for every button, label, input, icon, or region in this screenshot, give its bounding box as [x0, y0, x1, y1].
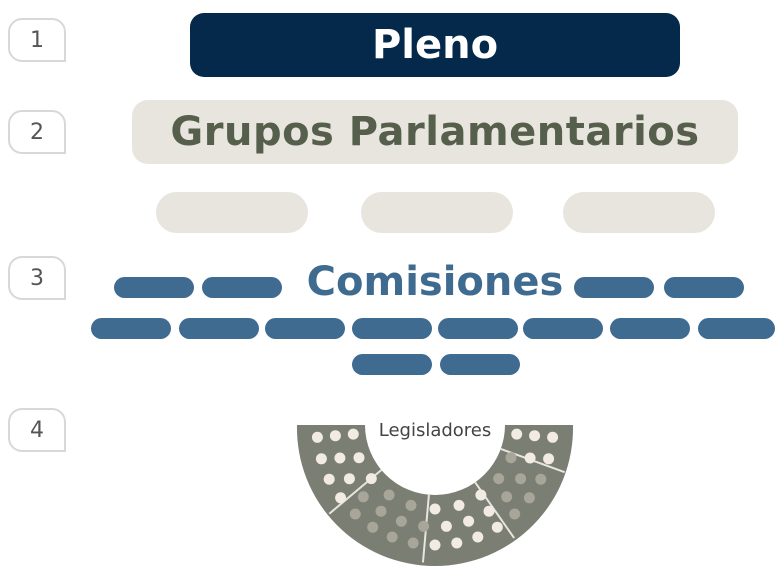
seat: [418, 520, 430, 532]
commission-pill: [265, 318, 345, 339]
seat: [472, 531, 484, 543]
seat: [395, 515, 407, 527]
seat: [343, 473, 355, 485]
seat-group: [311, 428, 559, 551]
commission-pill: [523, 318, 603, 339]
seat: [335, 492, 347, 504]
seat: [529, 430, 541, 442]
seat: [323, 473, 335, 485]
seat: [329, 430, 341, 442]
commission-pill: [114, 277, 194, 298]
seat: [334, 452, 346, 464]
seat: [547, 431, 559, 443]
seat: [405, 499, 417, 511]
seat: [367, 521, 379, 533]
hemicycle-body: [296, 425, 574, 566]
commission-pill: [438, 318, 518, 339]
seat: [451, 537, 463, 549]
group-pill-1: [156, 192, 308, 233]
group-pill-2: [361, 192, 513, 233]
seat: [440, 520, 452, 532]
seat: [493, 473, 505, 485]
level-2-badge: 2: [8, 110, 66, 154]
seat: [357, 491, 369, 503]
commission-pill: [202, 277, 282, 298]
seat: [365, 473, 377, 485]
level-1-badge: 1: [8, 18, 66, 62]
commission-pill: [352, 318, 432, 339]
seat: [501, 491, 513, 503]
seat: [523, 492, 535, 504]
seat: [511, 428, 523, 440]
seat: [543, 453, 555, 465]
commission-pill: [352, 354, 432, 375]
commission-pill: [179, 318, 259, 339]
seat: [491, 521, 503, 533]
group-pill-3: [563, 192, 715, 233]
seat: [311, 431, 323, 443]
seat: [483, 505, 495, 517]
seat: [515, 473, 527, 485]
seat: [375, 505, 387, 517]
pleno-box: Pleno: [190, 13, 680, 77]
seat: [347, 428, 359, 440]
seat: [463, 515, 475, 527]
hemicycle-diagram: [296, 425, 574, 566]
legisladores-label: Legisladores: [378, 420, 492, 441]
seat: [453, 499, 465, 511]
seat: [349, 508, 361, 520]
comisiones-label: Comisiones: [306, 259, 564, 305]
seat: [524, 452, 536, 464]
commission-pill: [610, 318, 690, 339]
seat: [505, 452, 517, 464]
seat: [535, 473, 547, 485]
seat: [386, 531, 398, 543]
seat: [475, 489, 487, 501]
seat: [315, 453, 327, 465]
seat: [429, 539, 441, 551]
commission-pill: [91, 318, 171, 339]
commission-pill: [698, 318, 775, 339]
seat: [429, 503, 441, 515]
grupos-parlamentarios-box: Grupos Parlamentarios: [132, 100, 738, 164]
commission-pill: [574, 277, 654, 298]
commission-pill: [664, 277, 744, 298]
seat: [407, 537, 419, 549]
level-3-badge: 3: [8, 256, 66, 300]
commission-pill: [440, 354, 520, 375]
seat: [509, 508, 521, 520]
seat: [383, 489, 395, 501]
seat: [353, 452, 365, 464]
level-4-badge: 4: [8, 408, 66, 452]
